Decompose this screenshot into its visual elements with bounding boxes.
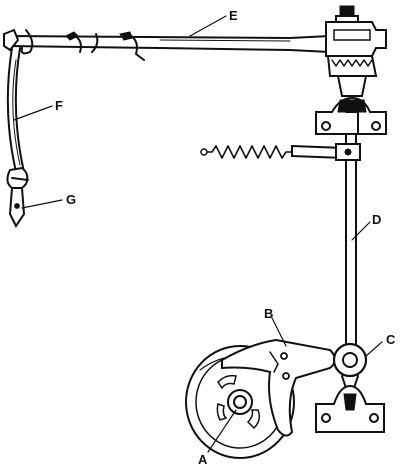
horizontal-arm	[3, 28, 331, 61]
cam-follower-arm	[221, 338, 336, 437]
top-clamp-assembly	[315, 5, 387, 135]
mounting-bracket	[315, 384, 385, 433]
leader-lines	[13, 15, 383, 453]
label-f: F	[55, 98, 63, 113]
hook-clip	[6, 166, 29, 228]
label-d: D	[372, 212, 381, 227]
label-e: E	[229, 8, 238, 23]
label-c: C	[386, 332, 396, 347]
label-b: B	[264, 306, 273, 321]
tension-spring	[200, 144, 345, 160]
label-g: G	[66, 192, 76, 207]
pivot-joint	[332, 342, 368, 389]
label-a: A	[198, 452, 208, 467]
curved-hanger	[6, 47, 25, 173]
vertical-rod	[335, 133, 361, 347]
